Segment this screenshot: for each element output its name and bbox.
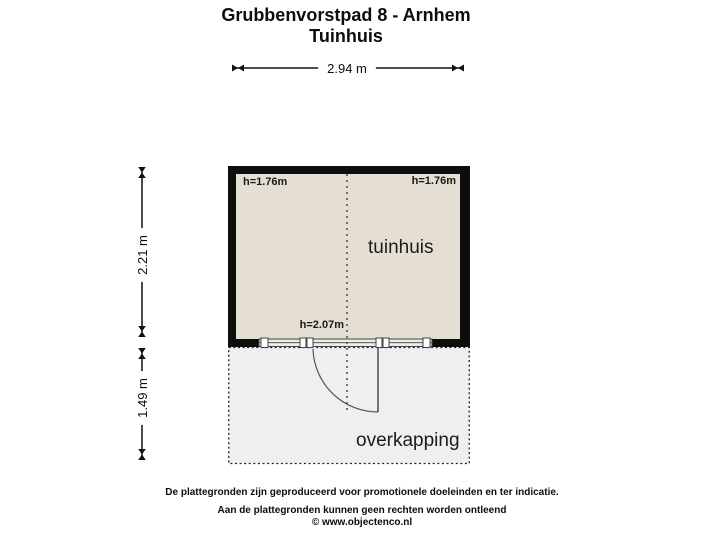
door-height-label: h=2.07m: [299, 319, 344, 331]
footer-disclaimer-line2: Aan de plattegronden kunnen geen rechten…: [217, 505, 507, 516]
footer-copyright: © www.objectenco.nl: [311, 517, 413, 528]
dimension-arrow-icon: [138, 348, 146, 359]
footer-disclaimer-line1: De plattegronden zijn geproduceerd voor …: [165, 487, 559, 498]
ceiling-height-label-right: h=1.76m: [411, 175, 456, 187]
tuinhuis-room: [236, 174, 460, 339]
width-dimension-label: 2.94 m: [319, 60, 375, 77]
dimension-arrow-icon: [232, 64, 244, 72]
window-post: [260, 337, 269, 348]
page-subtitle: Tuinhuis: [309, 26, 383, 46]
window-post: [306, 337, 314, 348]
overkapping-label: overkapping: [356, 430, 460, 451]
lower-height-dimension-label: 1.49 m: [133, 372, 151, 424]
window-post: [422, 337, 431, 348]
window-post: [375, 337, 383, 348]
ceiling-height-label-left: h=1.76m: [243, 176, 288, 188]
tuinhuis-label: tuinhuis: [368, 237, 434, 258]
upper-height-dimension-label: 2.21 m: [133, 229, 151, 281]
dimension-arrow-icon: [138, 326, 146, 337]
window-post: [299, 337, 307, 348]
dimension-arrow-icon: [138, 449, 146, 460]
page-title: Grubbenvorstpad 8 - Arnhem: [221, 5, 471, 25]
title-block: Grubbenvorstpad 8 - Arnhem Tuinhuis: [0, 5, 692, 47]
window-band: [258, 337, 433, 348]
dimension-arrow-icon: [138, 167, 146, 178]
door-swing-arc: [312, 348, 379, 413]
window-post: [382, 337, 390, 348]
dimension-arrow-icon: [452, 64, 464, 72]
